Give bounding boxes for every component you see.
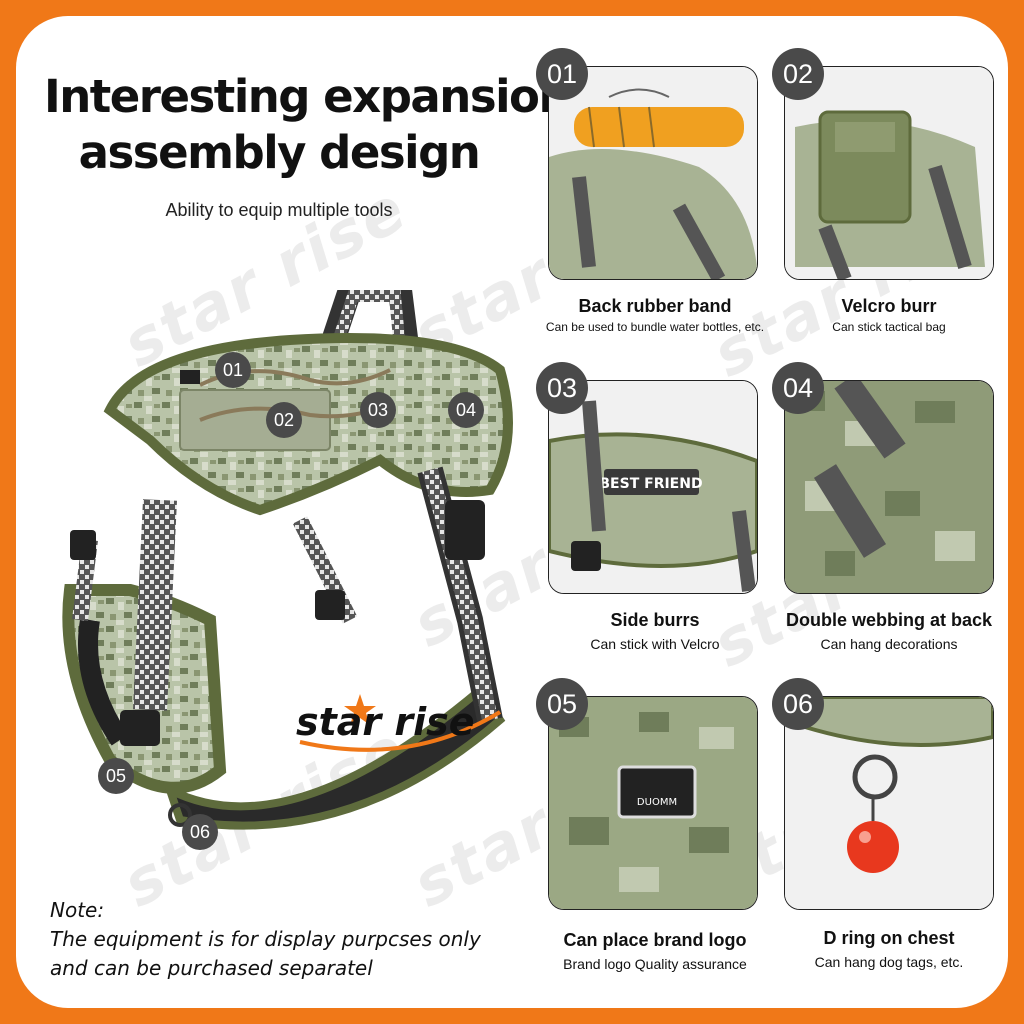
patch-text: BEST FRIEND bbox=[599, 476, 702, 492]
disclaimer-note: Note: The equipment is for display purpc… bbox=[50, 896, 530, 983]
feature-description: Can hang dog tags, etc. bbox=[814, 954, 964, 970]
feature-description: Can stick tactical bag bbox=[832, 320, 946, 334]
page-title: Interesting expansion assembly design bbox=[44, 70, 570, 182]
feature-image-side-burrs: BEST FRIEND bbox=[548, 380, 758, 594]
note-line-1: The equipment is for display purpcses on… bbox=[50, 927, 481, 951]
harness-marker: 05 bbox=[98, 758, 134, 794]
note-label: Note: bbox=[50, 898, 105, 922]
patch-text: DUOMM bbox=[637, 797, 677, 808]
feature-image-d-ring bbox=[784, 696, 994, 910]
brand-logo: star rise bbox=[296, 700, 475, 744]
harness-marker: 03 bbox=[360, 392, 396, 428]
feature-title: D ring on chest bbox=[823, 928, 955, 948]
feature-image-double-webbing bbox=[784, 380, 994, 594]
feature-image-velcro-burr bbox=[784, 66, 994, 280]
feature-description: Can stick with Velcro bbox=[590, 636, 720, 652]
feature-image-back-rubber-band bbox=[548, 66, 758, 280]
harness-marker: 01 bbox=[215, 352, 251, 388]
feature-description: Can hang decorations bbox=[820, 636, 958, 652]
page-subtitle: Ability to equip multiple tools bbox=[165, 200, 393, 220]
feature-number-badge: 01 bbox=[536, 48, 588, 100]
feature-image-brand-logo: DUOMM bbox=[548, 696, 758, 910]
title-line-1: Interesting expansion bbox=[44, 70, 570, 123]
title-line-2: assembly design bbox=[78, 126, 481, 179]
feature-title: Can place brand logo bbox=[563, 930, 747, 950]
brand-swoosh bbox=[299, 694, 502, 752]
harness-marker: 04 bbox=[448, 392, 484, 428]
feature-number-badge: 02 bbox=[772, 48, 824, 100]
feature-number-badge: 03 bbox=[536, 362, 588, 414]
feature-description: Brand logo Quality assurance bbox=[563, 956, 747, 972]
feature-number-badge: 04 bbox=[772, 362, 824, 414]
feature-title: Velcro burr bbox=[841, 296, 937, 316]
harness-marker: 06 bbox=[182, 814, 218, 850]
feature-number-badge: 05 bbox=[536, 678, 588, 730]
feature-title: Side burrs bbox=[610, 610, 700, 630]
feature-title: Back rubber band bbox=[578, 296, 732, 316]
feature-description: Can be used to bundle water bottles, etc… bbox=[545, 320, 765, 334]
harness-marker: 02 bbox=[266, 402, 302, 438]
feature-number-badge: 06 bbox=[772, 678, 824, 730]
feature-title: Double webbing at back bbox=[785, 610, 993, 630]
note-line-2: and can be purchased separatel bbox=[50, 956, 373, 980]
